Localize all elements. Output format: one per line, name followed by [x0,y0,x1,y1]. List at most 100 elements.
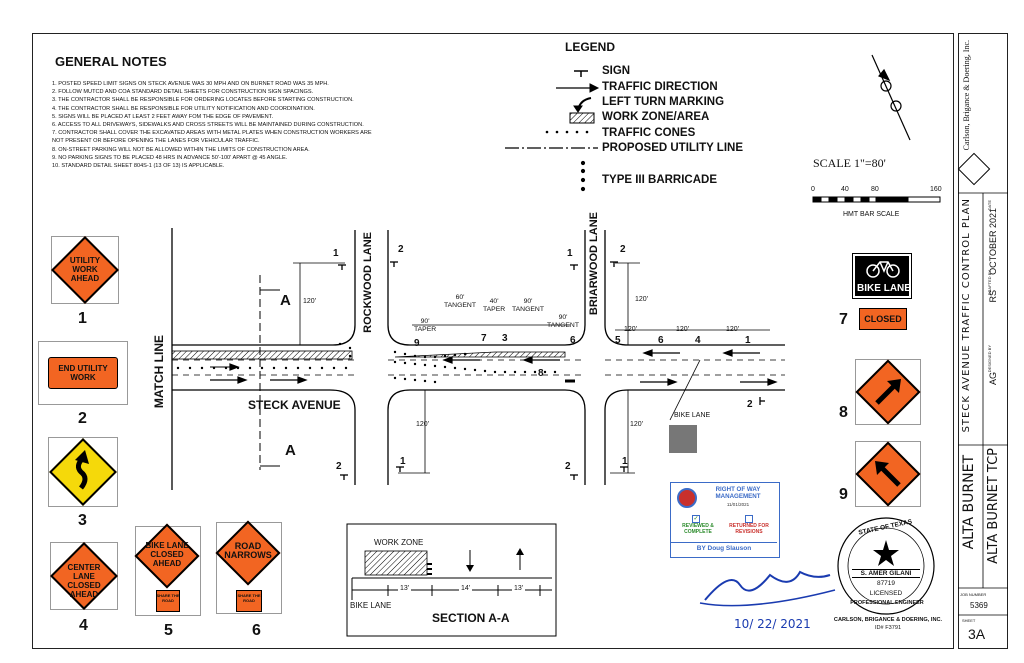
sheet-number: 3A [968,626,986,642]
sign-5-text: BIKE LANE CLOSED AHEAD [145,541,189,568]
plan-sign-callout: 1 [622,456,628,467]
dim-value: 90' [523,298,533,305]
dim-value: 90' [558,314,568,321]
sign-6-plaque-text: SHARE THE ROAD [237,593,261,603]
note-item: 3. THE CONTRACTOR SHALL BE RESPONSIBLE F… [52,97,354,104]
note-item: 7. CONTRACTOR SHALL COVER THE EXCAVATED … [52,130,372,137]
job-name: ALTA BURNET [961,455,977,550]
general-notes-title: GENERAL NOTES [55,54,167,69]
sign-6-number: 6 [252,622,261,639]
legend-traffic-direction: TRAFFIC DIRECTION [602,81,718,93]
section-title: SECTION A-A [432,611,510,625]
plan-sign-callout: 2 [336,461,342,472]
sign-2-rect [48,357,118,389]
plan-sign-callout: 8 [538,368,544,379]
dim-value: 60' [455,294,465,301]
rockwood-lane-label: ROCKWOOD LANE [362,232,374,333]
sign-8-number: 8 [839,404,848,421]
dim-caption: TANGENT [547,322,579,329]
legend-cones: TRAFFIC CONES [602,127,696,139]
legend-work-zone: WORK ZONE/AREA [602,111,710,123]
plan-sign-callout: 1 [567,248,573,259]
note-item: NOT PRESENT OR BEFORE OPENING THE LANES … [52,138,260,145]
section-mark-top: A [280,292,291,309]
bike-lane-callout: BIKE LANE [674,412,711,419]
plan-sign-callout: 7 [481,333,487,344]
sign-2-text: END UTILITY WORK [58,364,108,382]
scale-tick: 80 [871,186,879,193]
row-stamp-title: RIGHT OF WAY MANAGEMENT [715,486,761,500]
sign-4-text: CENTER LANE CLOSED AHEAD [67,563,101,599]
sign-7-number: 7 [839,311,848,328]
section-work-zone: WORK ZONE [374,538,424,547]
seal-name: S. AMER GILANI [852,569,920,578]
company-name: Carlson, Brigance & Doering, Inc. [962,40,971,151]
plan-sign-callout: 2 [565,461,571,472]
section-dim: 13' [398,585,412,592]
general-notes-list: 1. POSTED SPEED LIMIT SIGNS ON STECK AVE… [52,80,432,170]
note-item: 9. NO PARKING SIGNS TO BE PLACED 48 HRS … [52,154,288,161]
row-reviewed-label: REVIEWED & COMPLETE [682,523,714,535]
scale-tick: 0 [811,186,815,193]
dim-value: 40' [489,298,499,305]
row-stamp-by: BY Doug Slauson [671,542,777,552]
note-item: 1. POSTED SPEED LIMIT SIGNS ON STECK AVE… [52,81,329,87]
sign-1-text: UTILITY WORK AHEAD [69,256,101,283]
dim-120: 120' [676,326,690,333]
dim-taper-40: 40'TAPER [483,298,505,314]
plan-sign-callout: 2 [620,244,626,255]
scale-tick: 160 [930,186,942,193]
legend-utility-line: PROPOSED UTILITY LINE [602,142,743,154]
note-item: 8. ON-STREET PARKING WILL NOT BE ALLOWED… [52,146,310,153]
signature-date: 10/ 22/ 2021 [734,617,811,631]
title-block [958,33,1008,649]
plan-sign-callout: 9 [414,338,420,349]
reviewed-checkbox: ✓ [692,515,700,523]
seal-firm: CARLSON, BRIGANCE & DOERING, INC. [833,617,943,623]
seal-licensed: LICENSED [869,590,903,597]
seal-profession: PROFESSIONAL ENGINEER [850,600,924,606]
sign-4-number: 4 [79,617,88,634]
scale-caption: HMT BAR SCALE [843,211,900,218]
job-number: 5369 [970,601,988,610]
dim-caption: TAPER [414,326,437,333]
plan-sign-callout: 1 [333,248,339,259]
plan-sign-callout: 1 [745,335,751,346]
note-item: 4. THE CONTRACTOR SHALL BE RESPONSIBLE F… [52,105,315,112]
sign-7-text: BIKE LANE [857,283,911,294]
seal-number: 87719 [876,580,896,587]
scale-label: SCALE 1"=80' [813,156,886,170]
legend-title: LEGEND [565,40,616,54]
designed-by: AG [988,372,998,386]
row-stamp-date: 11/01/2021 [726,502,750,507]
plan-sign-callout: 3 [502,333,508,344]
match-line-label: MATCH LINE [152,335,166,409]
section-bike-lane: BIKE LANE [350,601,392,610]
sign-5-plaque-text: SHARE THE ROAD [156,593,180,603]
seal-firm-id: ID# F3791 [874,625,902,631]
sheet-date: OCTOBER 2021 [988,208,998,275]
note-item: 6. ACCESS TO ALL DRIVEWAYS, SIDEWALKS AN… [52,122,364,129]
dim-caption: TANGENT [444,302,476,309]
dim-caption: TANGENT [512,306,544,313]
plan-sign-callout: 5 [615,335,621,346]
sign-6-plaque [236,590,262,612]
legend-left-turn: LEFT TURN MARKING [602,96,725,108]
scale-tick: 40 [841,186,849,193]
sign-3-number: 3 [78,512,87,529]
note-item: 2. FOLLOW MUTCD AND COA STANDARD DETAIL … [52,89,314,96]
job-number-label: JOB NUMBER [960,592,987,597]
plan-sign-callout: 4 [695,335,701,346]
sheet-title: STECK AVENUE TRAFFIC CONTROL PLAN [961,198,972,433]
dim-value: 90' [420,318,430,325]
sheet-label: SHEET [962,618,976,623]
sign-9-number: 9 [839,486,848,503]
plan-sign-callout: 2 [747,399,753,410]
briarwood-lane-label: BRIARWOOD LANE [588,212,600,316]
legend-sign: SIGN [602,65,631,77]
row-returned-label: RETURNED FOR REVISIONS [729,523,769,535]
dim-tangent-90b: 90'TANGENT [547,314,579,330]
sign-3-frame [48,437,118,507]
plan-sign-callout: 1 [400,456,406,467]
bicycle-icon [866,261,900,278]
